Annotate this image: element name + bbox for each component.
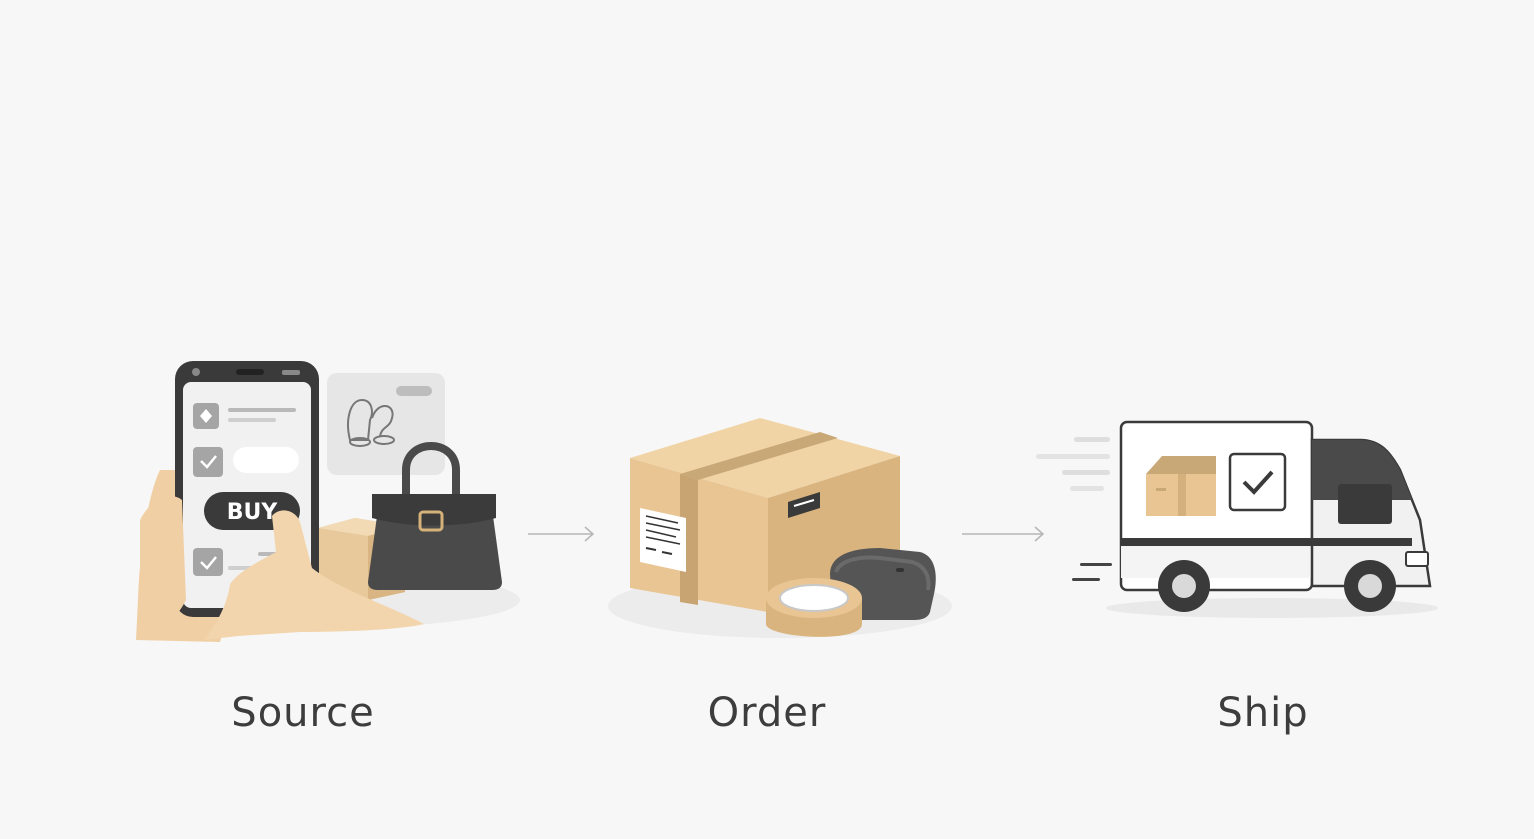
speed-lines [1036,437,1112,581]
headphones-sketch-icon [347,398,373,441]
handbag-icon [368,442,502,590]
order-illustration [608,418,952,638]
product-card [327,373,445,475]
step-label-order: Order [707,690,827,736]
tape-roll-icon [766,578,862,637]
package-box-icon [630,418,900,612]
delivery-truck-icon [1119,420,1432,612]
buy-button-label: BUY [227,500,279,525]
step-label-ship: Ship [1217,690,1309,736]
ship-illustration [1036,420,1438,618]
finger-icon [204,510,424,640]
arrow-2 [962,526,1045,542]
source-illustration: BUY [136,361,520,642]
step-label-source: Source [231,690,375,736]
arrow-1 [528,526,595,542]
